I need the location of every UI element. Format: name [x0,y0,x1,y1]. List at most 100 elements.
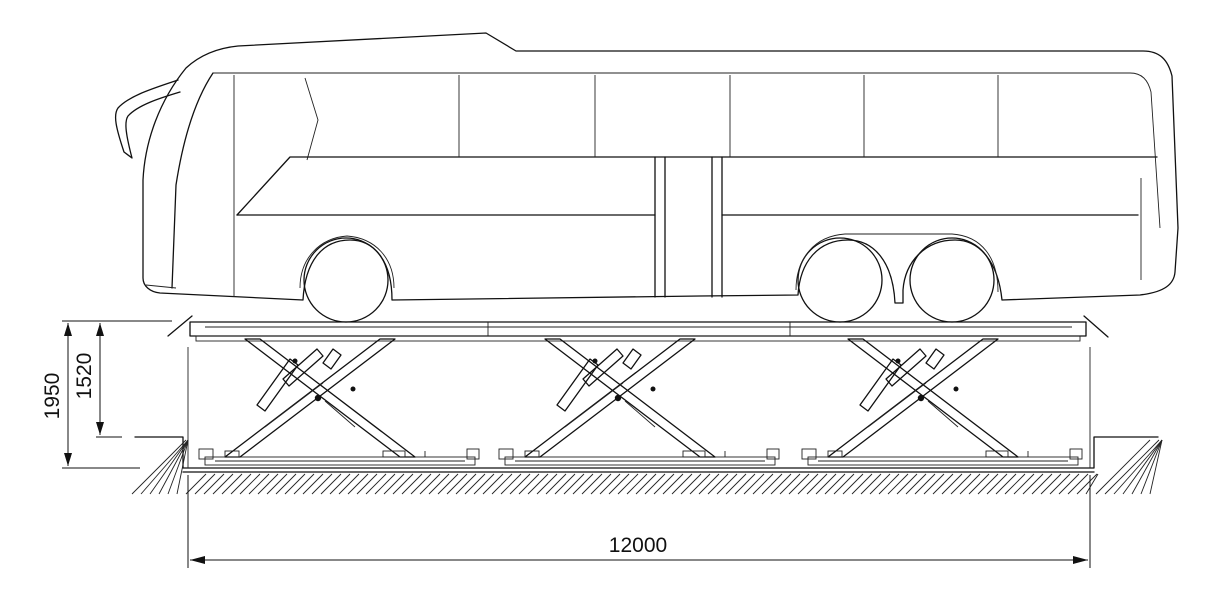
hatch-line [824,473,846,495]
hatch-line [878,473,900,495]
bus-wheels [299,233,999,323]
hatch-line [896,473,918,495]
hatch-line [1140,439,1163,495]
hatch-line [833,473,855,495]
hatch-line [959,473,981,495]
hatch-line [653,473,675,495]
hatch-line [1058,473,1080,495]
hatch-line [464,473,486,495]
hatch-line [779,473,801,495]
hatch-line [923,473,945,495]
hatch-line [671,473,693,495]
hatch-line [725,473,747,495]
hatch-line [860,473,882,495]
hatch-line [869,473,891,495]
hatch-line [995,473,1017,495]
hatch-line [563,473,585,495]
bus-outline [114,32,1179,304]
side-mirror [114,79,181,159]
hatch-line [257,473,279,495]
hatch-line [1004,473,1026,495]
hatch-line [500,473,522,495]
hatch-line [1131,439,1163,495]
hatch-line [347,473,369,495]
hatch-line [626,473,648,495]
hatch-line [761,473,783,495]
hatch-line [941,473,963,495]
hatch-line [572,473,594,495]
bus-body [142,32,1179,304]
hatch-line [491,473,513,495]
hatch-line [617,473,639,495]
hatch-line [1040,473,1062,495]
hatch-line [1049,473,1071,495]
lift-height-dimension-label: 1520 [73,353,96,400]
hatch-line [320,473,342,495]
hatch-line [374,473,396,495]
hatch-line [1067,473,1089,495]
hatch-line [932,473,954,495]
hatch-line [392,473,414,495]
total-height-dimension-label: 1950 [41,373,64,420]
hatch-line [194,473,216,495]
hatch-line [158,439,189,495]
hatch-line [1085,473,1099,495]
hatch-line [446,473,468,495]
hatch-line [338,473,360,495]
hatch-line [608,473,630,495]
hatch-line [743,473,765,495]
front-ramp [167,315,193,337]
hatch-line [329,473,351,495]
hatch-line [599,473,621,495]
hatch-line [734,473,756,495]
hatch-line [1022,473,1044,495]
hatch-line [212,473,234,495]
hatch-line [410,473,432,495]
hatch-line [554,473,576,495]
hatch-line [950,473,972,495]
hatch-line [140,439,189,495]
hatch-line [689,473,711,495]
hatch-line [293,473,315,495]
hatch-line [401,473,423,495]
hatch-line [752,473,774,495]
hatch-line [1122,439,1163,495]
hatch-line [590,473,612,495]
hatch-line [716,473,738,495]
hatch-line [131,439,187,495]
hatch-line [509,473,531,495]
hatch-line [680,473,702,495]
hatch-line [662,473,684,495]
scissor-lifts [198,338,1083,466]
dimension-lines [62,320,1091,568]
rear-wheel-2 [909,237,995,323]
hatch-line [230,473,252,495]
hatch-line [284,473,306,495]
hatch-line [203,473,225,495]
hatch-line [248,473,270,495]
hatch-line [239,473,261,495]
hatch-line [428,473,450,495]
hatch-line [1113,439,1163,495]
hatch-line [518,473,540,495]
hatch-line [842,473,864,495]
front-wheel [303,237,389,323]
hatch-line [383,473,405,495]
ground-pit [131,347,1163,495]
hatch-line [770,473,792,495]
lift-platform [167,315,1109,342]
hatch-line [914,473,936,495]
hatch-line [311,473,333,495]
ground-hatching [131,439,1163,495]
hatch-line [1104,439,1160,495]
hatch-line [266,473,288,495]
hatch-line [482,473,504,495]
hatch-line [1095,439,1151,495]
hatch-line [851,473,873,495]
hatch-line [806,473,828,495]
hatch-line [977,473,999,495]
hatch-line [788,473,810,495]
hatch-line [581,473,603,495]
hatch-line [536,473,558,495]
hatch-line [698,473,720,495]
